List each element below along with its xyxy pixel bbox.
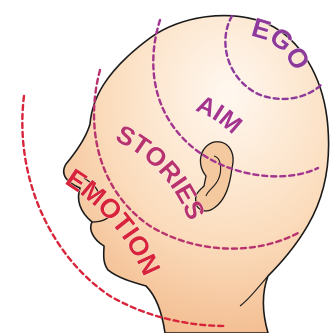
diagram-canvas: EGO AIM STORIES EMOTION bbox=[0, 0, 333, 333]
head-layers-diagram: EGO AIM STORIES EMOTION bbox=[0, 0, 333, 333]
